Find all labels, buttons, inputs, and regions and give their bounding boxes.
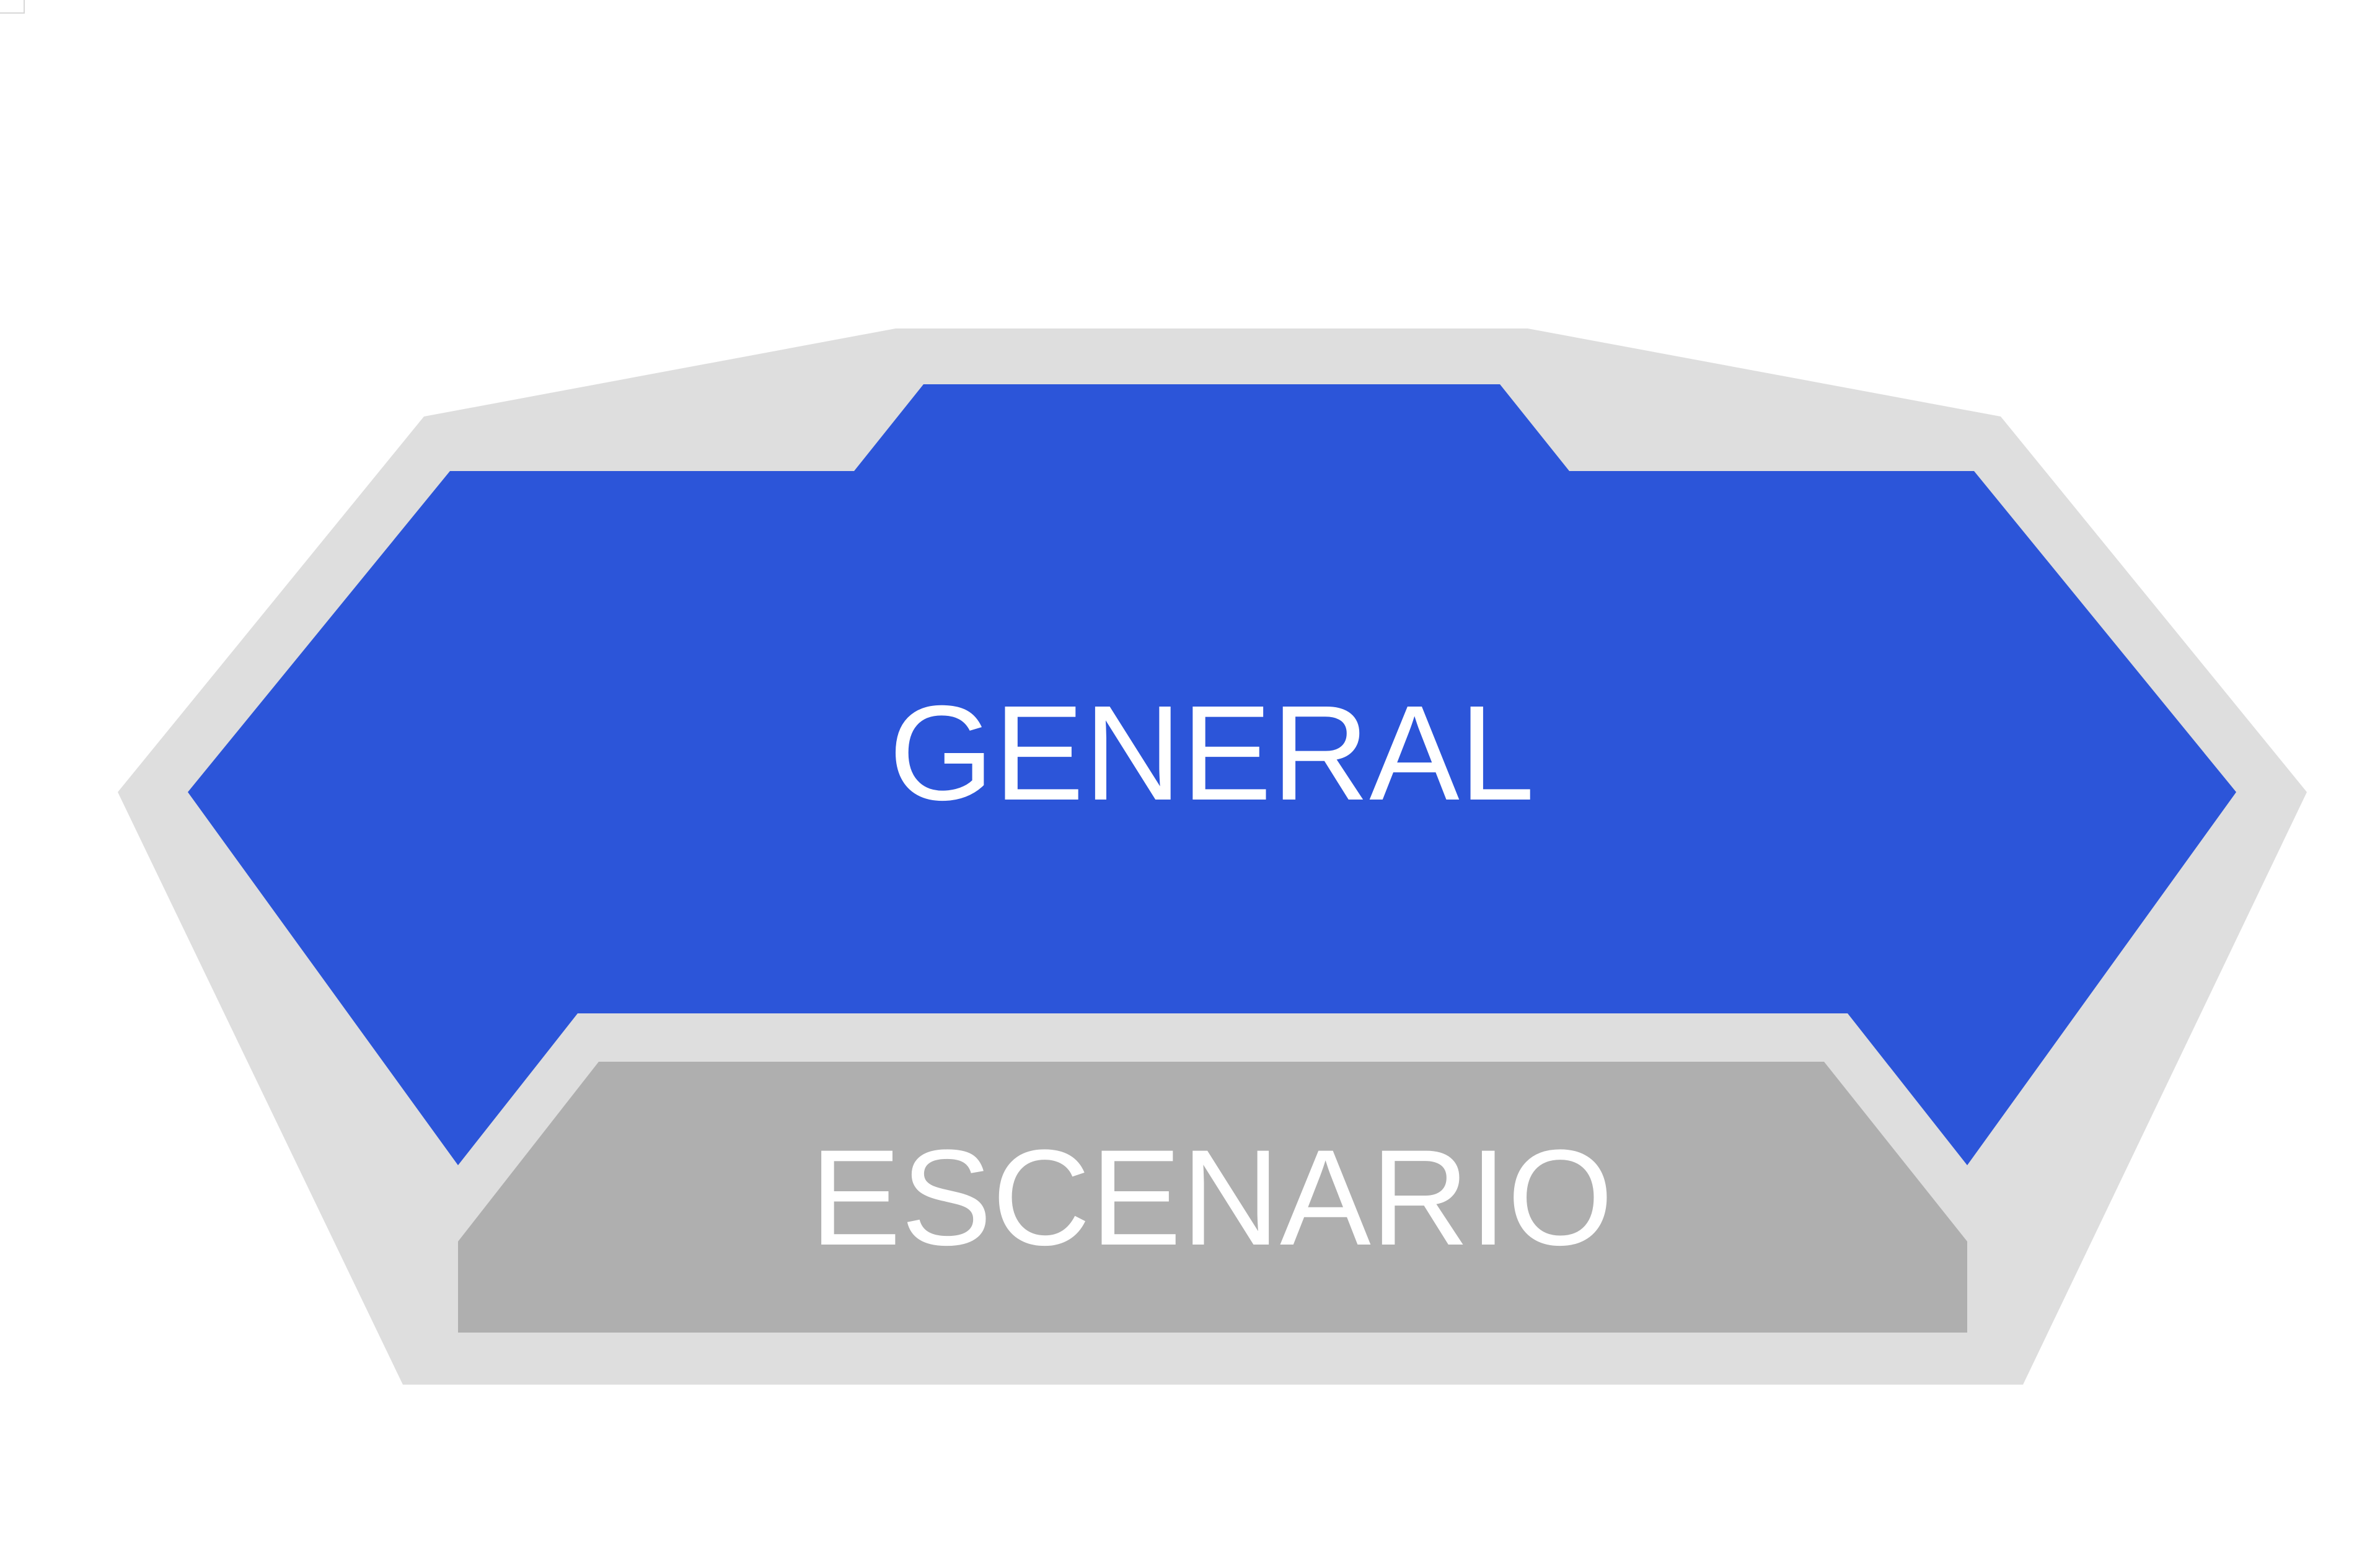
stage[interactable] [458,1062,1967,1333]
general-section-label: GENERAL [889,678,1535,829]
corner-mark [0,0,25,14]
general-section[interactable] [188,384,2236,1165]
stage-label: ESCENARIO [810,1121,1613,1274]
